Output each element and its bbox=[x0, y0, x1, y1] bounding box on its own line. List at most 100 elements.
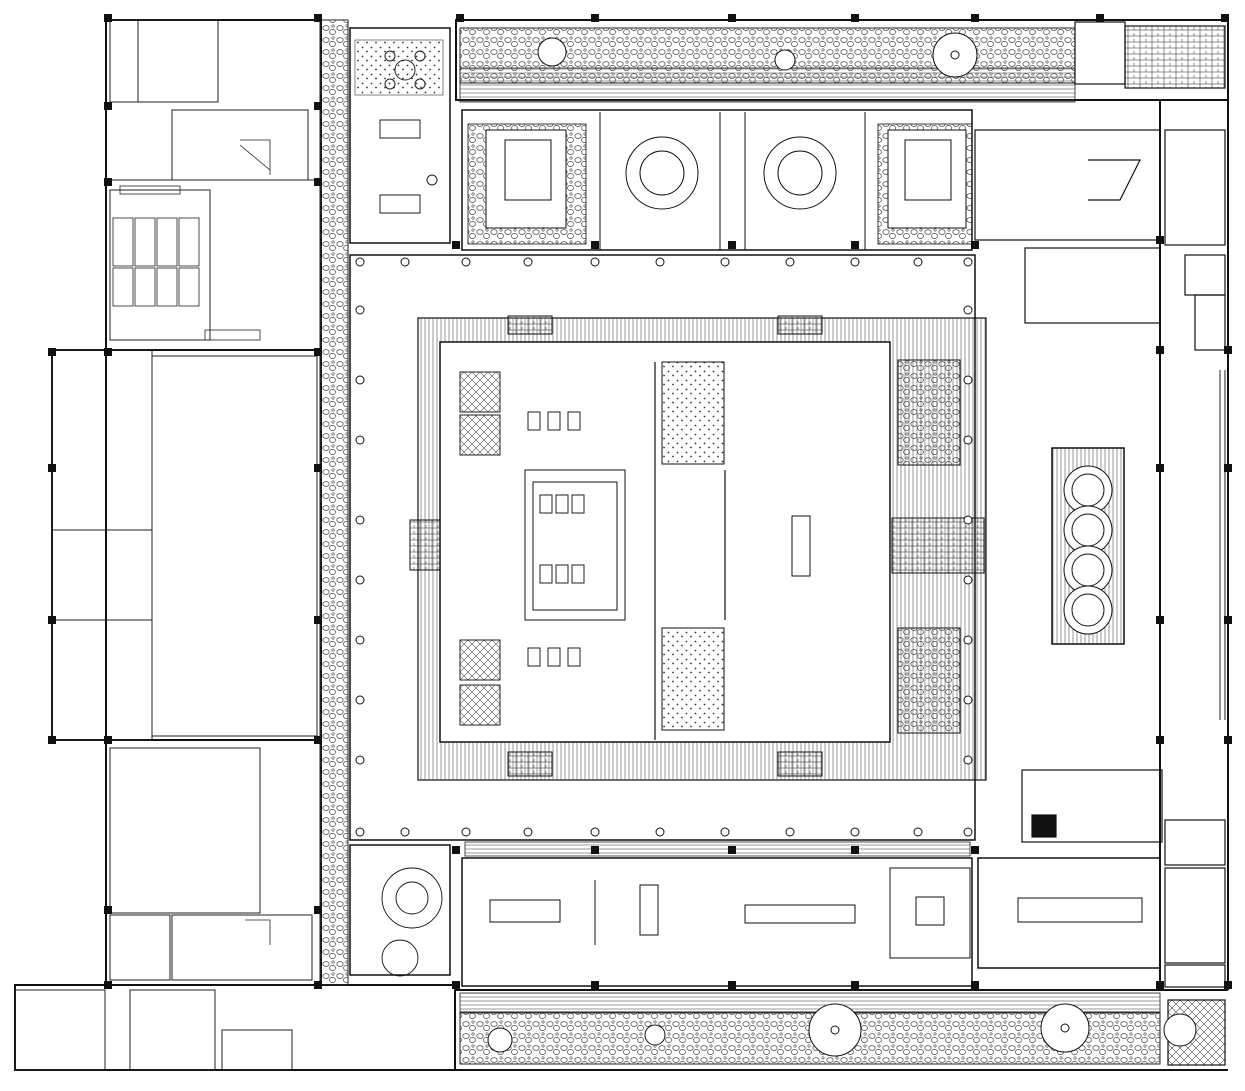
left-wing-rooms bbox=[14, 19, 320, 1071]
left-stair bbox=[239, 139, 271, 945]
column-round bbox=[963, 515, 973, 525]
east-wing bbox=[974, 21, 1226, 1066]
west-pebble-strip bbox=[319, 19, 349, 986]
column-square bbox=[1156, 346, 1164, 354]
column-round bbox=[913, 827, 923, 837]
column-square bbox=[971, 846, 979, 854]
column-square bbox=[1224, 736, 1232, 744]
column-round bbox=[963, 635, 973, 645]
column-square bbox=[314, 736, 322, 744]
toilet-stalls bbox=[112, 185, 261, 341]
north-private-rooms bbox=[461, 109, 973, 251]
column-square bbox=[452, 981, 460, 989]
column-square bbox=[851, 846, 859, 854]
column-round bbox=[523, 257, 533, 267]
column-square bbox=[314, 348, 322, 356]
column-square bbox=[1224, 346, 1232, 354]
column-square bbox=[591, 14, 599, 22]
column-round bbox=[461, 257, 471, 267]
column-square bbox=[851, 981, 859, 989]
column-round bbox=[400, 827, 410, 837]
column-square bbox=[728, 846, 736, 854]
column-square bbox=[48, 616, 56, 624]
column-round bbox=[913, 257, 923, 267]
column-square bbox=[1221, 14, 1229, 22]
column-round bbox=[720, 257, 730, 267]
column-square bbox=[591, 241, 599, 249]
column-round bbox=[523, 827, 533, 837]
column-round bbox=[461, 827, 471, 837]
column-round bbox=[355, 695, 365, 705]
column-square bbox=[452, 241, 460, 249]
column-square bbox=[48, 348, 56, 356]
trees bbox=[487, 32, 1197, 1057]
column-round bbox=[655, 827, 665, 837]
column-square bbox=[104, 102, 112, 110]
column-round bbox=[785, 827, 795, 837]
column-round bbox=[963, 695, 973, 705]
column-round bbox=[963, 305, 973, 315]
column-round bbox=[720, 827, 730, 837]
column-round bbox=[355, 755, 365, 765]
column-square bbox=[104, 906, 112, 914]
column-square bbox=[728, 241, 736, 249]
column-square bbox=[314, 178, 322, 186]
column-square bbox=[1224, 464, 1232, 472]
column-round bbox=[963, 827, 973, 837]
south-rooms bbox=[349, 844, 1161, 987]
column-round bbox=[355, 435, 365, 445]
column-square bbox=[591, 846, 599, 854]
column-square bbox=[104, 178, 112, 186]
column-square bbox=[314, 464, 322, 472]
column-round bbox=[355, 375, 365, 385]
column-round bbox=[963, 375, 973, 385]
column-square bbox=[314, 14, 322, 22]
column-round bbox=[355, 575, 365, 585]
column-round bbox=[963, 575, 973, 585]
central-court bbox=[349, 254, 987, 841]
column-round bbox=[963, 755, 973, 765]
column-square bbox=[104, 348, 112, 356]
column-round bbox=[590, 827, 600, 837]
column-square bbox=[971, 981, 979, 989]
column-square bbox=[1156, 616, 1164, 624]
column-square bbox=[104, 14, 112, 22]
column-square bbox=[314, 981, 322, 989]
north-deck bbox=[459, 67, 1076, 103]
column-round bbox=[355, 257, 365, 267]
column-square bbox=[1224, 616, 1232, 624]
column-square bbox=[456, 14, 464, 22]
column-square bbox=[452, 846, 460, 854]
column-square bbox=[48, 736, 56, 744]
column-square bbox=[971, 241, 979, 249]
column-round bbox=[655, 257, 665, 267]
column-round bbox=[355, 635, 365, 645]
structural-columns bbox=[48, 14, 1232, 989]
column-round bbox=[963, 435, 973, 445]
column-round bbox=[355, 827, 365, 837]
column-round bbox=[590, 257, 600, 267]
column-square bbox=[728, 14, 736, 22]
column-round bbox=[400, 257, 410, 267]
column-square bbox=[971, 14, 979, 22]
south-deck-rail bbox=[464, 841, 971, 857]
column-square bbox=[591, 981, 599, 989]
column-square bbox=[728, 981, 736, 989]
column-square bbox=[851, 241, 859, 249]
column-round bbox=[785, 257, 795, 267]
column-round bbox=[850, 257, 860, 267]
column-square bbox=[1156, 981, 1164, 989]
column-round bbox=[355, 515, 365, 525]
column-square bbox=[104, 981, 112, 989]
column-round bbox=[963, 257, 973, 267]
column-square bbox=[48, 464, 56, 472]
east-hall bbox=[1051, 370, 1226, 720]
column-square bbox=[851, 14, 859, 22]
column-round bbox=[850, 827, 860, 837]
north-tea-room bbox=[349, 27, 451, 244]
column-square bbox=[314, 616, 322, 624]
column-square bbox=[314, 906, 322, 914]
column-square bbox=[314, 102, 322, 110]
column-square bbox=[1156, 736, 1164, 744]
